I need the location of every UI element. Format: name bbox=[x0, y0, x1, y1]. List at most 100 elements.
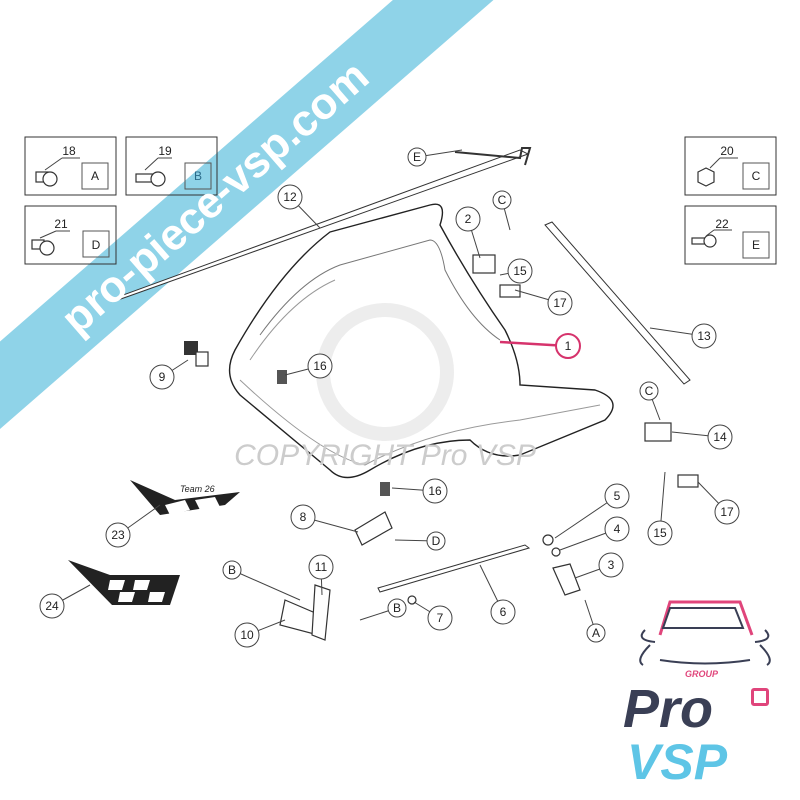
callout-label: 7 bbox=[437, 611, 444, 625]
hood-panel bbox=[228, 203, 614, 479]
callout-label: C bbox=[645, 384, 654, 398]
callout-circle bbox=[547, 290, 573, 316]
callout-circle bbox=[105, 522, 131, 548]
callout-6: 6 bbox=[479, 564, 516, 625]
fastener-number: 20 bbox=[720, 144, 734, 158]
callout-label: 2 bbox=[465, 212, 472, 226]
fastener-number: 21 bbox=[54, 217, 68, 231]
callout-circle bbox=[277, 184, 303, 210]
callout-circle bbox=[222, 560, 242, 580]
callout-label: 15 bbox=[653, 526, 667, 540]
callout-circle bbox=[307, 353, 333, 379]
fastener-number: 19 bbox=[158, 144, 172, 158]
fastener-box-22: 22 E bbox=[684, 205, 777, 265]
decal-23: Team 26 bbox=[130, 480, 240, 515]
callout-circle bbox=[691, 323, 717, 349]
callout-label: D bbox=[432, 534, 441, 548]
callout-label: 9 bbox=[159, 370, 166, 384]
fastener-box-18: 18 A bbox=[24, 136, 117, 196]
callout-16: 16 bbox=[391, 478, 448, 504]
callout-C: C bbox=[492, 190, 512, 231]
callout-circle bbox=[387, 598, 407, 618]
leader-line bbox=[231, 569, 301, 601]
callout-label: 14 bbox=[713, 430, 727, 444]
callout-13: 13 bbox=[649, 323, 717, 349]
callout-label: 24 bbox=[45, 599, 59, 613]
callout-circle bbox=[427, 605, 453, 631]
callout-label: 6 bbox=[500, 605, 507, 619]
fastener-letter: A bbox=[91, 169, 99, 183]
callout-circle bbox=[455, 206, 481, 232]
copyright-text: COPYRIGHT Pro VSP bbox=[234, 439, 536, 472]
callout-circle bbox=[586, 623, 606, 643]
callout-7: 7 bbox=[413, 601, 453, 631]
callout-circle bbox=[490, 599, 516, 625]
callout-label: B bbox=[393, 601, 401, 615]
callout-circle bbox=[290, 504, 316, 530]
callout-label: 23 bbox=[111, 528, 125, 542]
callout-circle bbox=[308, 554, 334, 580]
callout-E: E bbox=[407, 147, 463, 167]
callout-C: C bbox=[639, 381, 661, 421]
callout-circle bbox=[39, 593, 65, 619]
nut-icon bbox=[697, 167, 715, 187]
callout-circle bbox=[707, 424, 733, 450]
callout-circle bbox=[555, 333, 581, 359]
callout-circle bbox=[149, 364, 175, 390]
callout-circle bbox=[422, 478, 448, 504]
callout-label: 17 bbox=[553, 296, 567, 310]
callout-circle bbox=[714, 499, 740, 525]
callout-17: 17 bbox=[514, 289, 573, 316]
small-parts bbox=[184, 147, 699, 641]
fastener-letter: D bbox=[92, 238, 101, 252]
callout-1: 1 bbox=[499, 333, 581, 359]
callout-11: 11 bbox=[308, 554, 334, 596]
callout-circle bbox=[426, 531, 446, 551]
hex-nut-icon bbox=[751, 688, 769, 706]
callout-circle bbox=[604, 483, 630, 509]
hood-seal-13 bbox=[544, 221, 691, 385]
callout-label: 16 bbox=[428, 484, 442, 498]
callout-12: 12 bbox=[277, 184, 321, 229]
fastener-box-20: 20 C bbox=[684, 136, 777, 196]
logo-group: GROUP bbox=[685, 669, 719, 679]
callout-5: 5 bbox=[554, 483, 630, 539]
fastener-letter: C bbox=[752, 169, 761, 183]
callout-label: 8 bbox=[300, 510, 307, 524]
callout-label: A bbox=[592, 626, 600, 640]
callout-D: D bbox=[394, 531, 446, 551]
callout-circle bbox=[647, 520, 673, 546]
logo-vsp: VSP bbox=[627, 734, 728, 790]
callout-label: 16 bbox=[313, 359, 327, 373]
callout-circle bbox=[407, 147, 427, 167]
callout-23: 23 bbox=[105, 504, 161, 548]
fastener-number: 22 bbox=[715, 217, 729, 231]
callout-4: 4 bbox=[559, 516, 630, 551]
callout-label: 12 bbox=[283, 190, 297, 204]
callout-circle bbox=[604, 516, 630, 542]
callout-label: 4 bbox=[614, 522, 621, 536]
callout-17: 17 bbox=[697, 481, 740, 525]
callout-label: 13 bbox=[697, 329, 711, 343]
callout-label: 5 bbox=[614, 489, 621, 503]
decal-24 bbox=[68, 560, 180, 605]
callout-8: 8 bbox=[290, 504, 359, 533]
callout-10: 10 bbox=[234, 619, 286, 648]
fastener-box-19: 19 B bbox=[125, 136, 218, 196]
callout-label: 3 bbox=[608, 558, 615, 572]
callout-circle bbox=[234, 622, 260, 648]
fastener-letter: E bbox=[752, 238, 760, 252]
callout-B: B bbox=[359, 598, 407, 621]
callout-circle bbox=[492, 190, 512, 210]
decal-text: Team 26 bbox=[180, 484, 215, 494]
logo-pro: Pro bbox=[623, 679, 714, 739]
callout-A: A bbox=[584, 599, 606, 643]
callout-circle bbox=[598, 552, 624, 578]
callout-24: 24 bbox=[39, 584, 91, 619]
callout-label: C bbox=[498, 193, 507, 207]
release-cable bbox=[377, 544, 531, 593]
callout-circle bbox=[639, 381, 659, 401]
